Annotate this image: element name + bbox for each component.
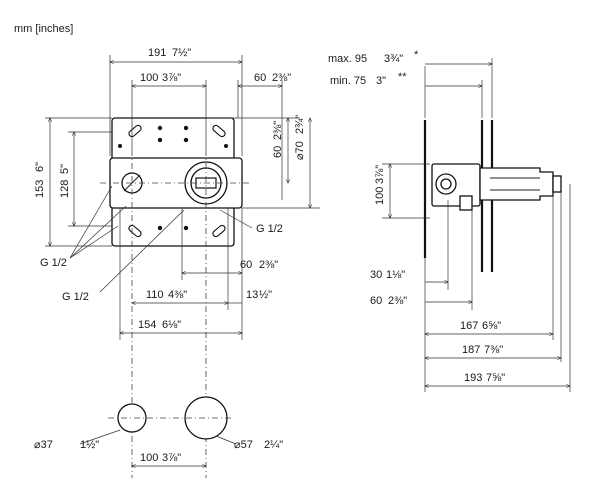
escutcheon-small-diameter: ⌀37 xyxy=(34,439,53,451)
side-connector xyxy=(459,195,473,211)
escutcheons-view: ⌀37 1½" ⌀57 2¼" 100 3⅞" xyxy=(34,396,283,466)
dim-154: 154 xyxy=(138,319,156,331)
dim-153-in: 6" xyxy=(34,162,46,172)
min-note-mark: ** xyxy=(398,71,407,83)
dim-110-in: 4⅜" xyxy=(168,289,187,301)
dim-167-in: 6⅝" xyxy=(482,320,501,332)
dim-100-side: 100 xyxy=(374,187,386,205)
front-view: 191 7½" 100 3⅞" 60 2⅜" 153 6" 128 5" 60 … xyxy=(34,47,320,478)
dim-187-in: 7⅜" xyxy=(484,344,503,356)
dim-60-bottom-in: 2⅜" xyxy=(259,259,278,271)
dim-30: 30 xyxy=(370,269,382,281)
side-view: max. 95 3¾" * min. 75 3" ** 100 3⅞" 30 1… xyxy=(328,49,570,392)
dim-13: 13 xyxy=(246,289,258,301)
escutcheon-spacing-in: 3⅞" xyxy=(162,452,181,464)
dim-min-75-in: 3" xyxy=(376,75,386,87)
dim-100-top: 100 xyxy=(140,72,158,84)
dim-110: 110 xyxy=(146,289,164,301)
dim-30-in: 1⅛" xyxy=(386,269,405,281)
dim-60-bottom: 60 xyxy=(240,259,252,271)
dim-max-95: max. 95 xyxy=(328,53,367,65)
thread-right: G 1/2 xyxy=(256,223,283,235)
escutcheon-large-diameter: ⌀57 xyxy=(234,439,253,451)
escutcheon-small-diameter-in: 1½" xyxy=(80,439,99,451)
dim-100-side-in: 3⅞" xyxy=(374,165,386,184)
dim-60-top: 60 xyxy=(254,72,266,84)
dim-100-top-in: 3⅞" xyxy=(162,72,181,84)
dim-60-vertical-in: 2⅜" xyxy=(272,121,284,140)
dim-60-side: 60 xyxy=(370,295,382,307)
dim-max-95-in: 3¾" xyxy=(384,53,403,65)
dim-128-in: 5" xyxy=(59,164,71,174)
dim-191-in: 7½" xyxy=(172,47,191,59)
dim-191: 191 xyxy=(148,47,166,59)
thread-left: G 1/2 xyxy=(40,257,67,269)
dim-167: 167 xyxy=(460,320,478,332)
escutcheon-large-diameter-in: 2¼" xyxy=(264,439,283,451)
units-label: mm [inches] xyxy=(14,23,73,35)
dim-60-vertical: 60 xyxy=(272,146,284,158)
dim-187: 187 xyxy=(462,344,480,356)
dim-128: 128 xyxy=(59,180,71,198)
escutcheon-spacing: 100 xyxy=(140,452,158,464)
thread-bottom: G 1/2 xyxy=(62,291,89,303)
side-spindle xyxy=(479,167,554,201)
dim-154-in: 6⅛" xyxy=(162,319,181,331)
dim-193-in: 7⅝" xyxy=(486,372,505,384)
dim-diameter-70-in: 2¾" xyxy=(294,115,306,134)
dim-60-side-in: 2⅜" xyxy=(388,295,407,307)
dim-min-75: min. 75 xyxy=(330,75,366,87)
dim-diameter-70: ⌀70 xyxy=(294,141,306,160)
dim-13-in: ½" xyxy=(259,289,272,301)
dim-193: 193 xyxy=(464,372,482,384)
dim-153: 153 xyxy=(34,180,46,198)
dim-60-top-in: 2⅜" xyxy=(272,72,291,84)
side-spindle-tip xyxy=(552,175,562,193)
max-note-mark: * xyxy=(414,49,419,61)
